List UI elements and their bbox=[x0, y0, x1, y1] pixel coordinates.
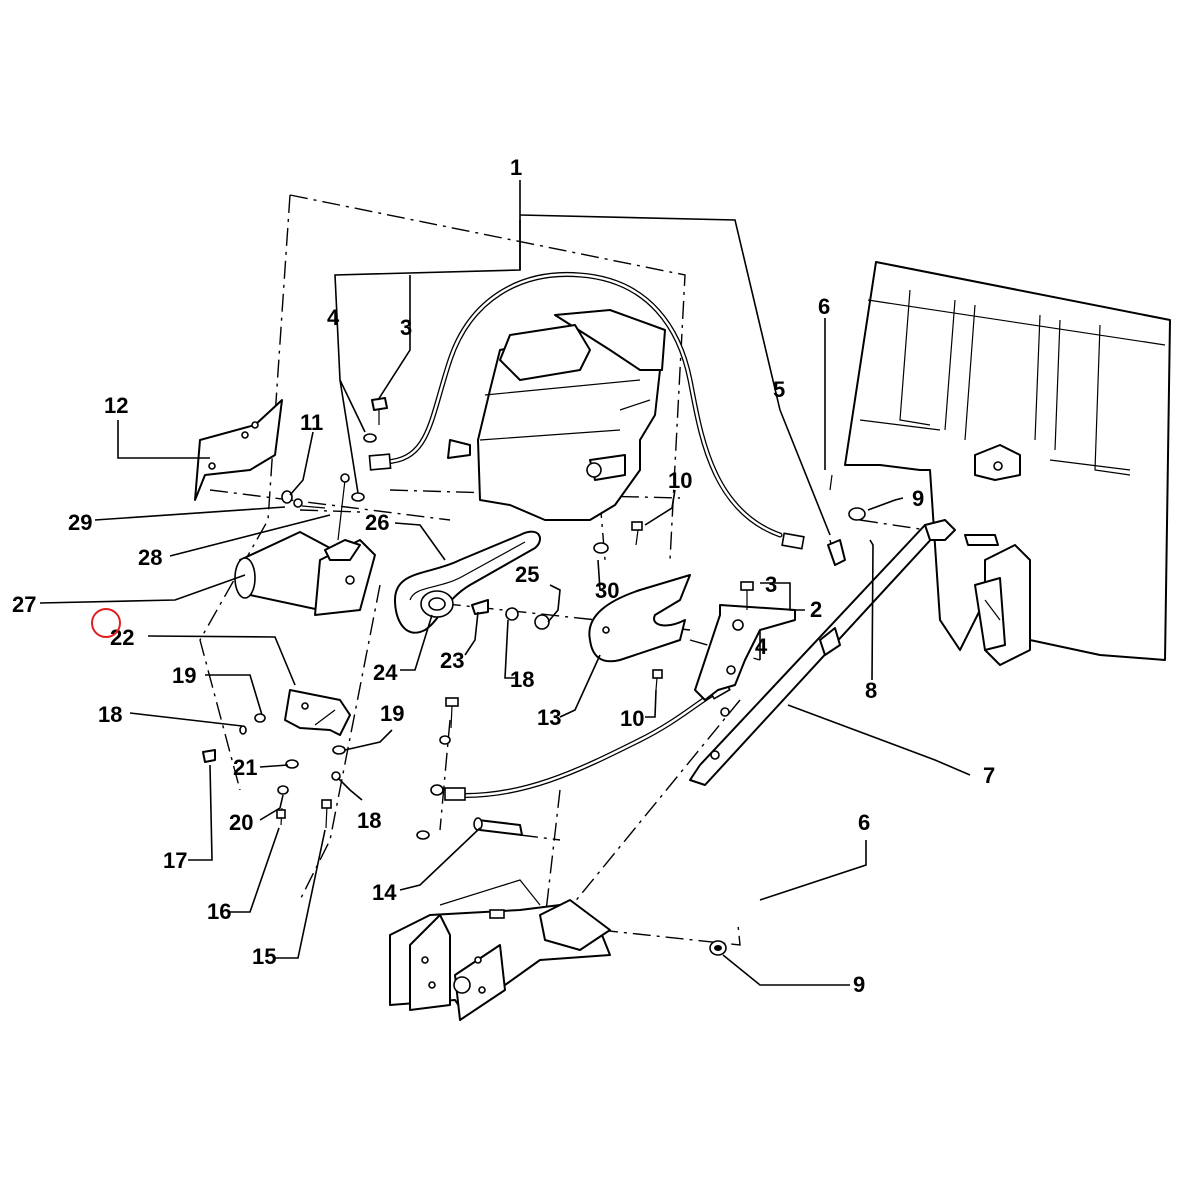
belt-drive bbox=[394, 530, 550, 634]
hardware bbox=[202, 397, 866, 956]
callout-25: 25 bbox=[515, 562, 539, 587]
callout-16: 16 bbox=[207, 899, 231, 924]
mounting-plate bbox=[284, 689, 351, 736]
callout-21: 21 bbox=[233, 755, 257, 780]
callout-12: 12 bbox=[104, 393, 128, 418]
control-valve bbox=[234, 473, 376, 616]
callout-8: 8 bbox=[865, 678, 877, 703]
pin bbox=[473, 817, 523, 836]
callout-4-lower: 4 bbox=[755, 634, 768, 659]
callout-18-lower: 18 bbox=[357, 808, 381, 833]
callout-26: 26 bbox=[365, 510, 389, 535]
cables bbox=[368, 271, 805, 801]
cover-plate bbox=[194, 399, 283, 501]
callout-13: 13 bbox=[537, 705, 561, 730]
callout-18-left: 18 bbox=[98, 702, 122, 727]
callout-23: 23 bbox=[440, 648, 464, 673]
callout-10-lower: 10 bbox=[620, 706, 644, 731]
callout-10-upper: 10 bbox=[668, 468, 692, 493]
callout-27: 27 bbox=[12, 592, 36, 617]
callout-3-lower: 3 bbox=[765, 572, 777, 597]
leader-lines bbox=[39, 180, 971, 986]
callout-11: 11 bbox=[300, 410, 323, 435]
callout-19-right: 19 bbox=[380, 701, 404, 726]
callout-3-upper: 3 bbox=[400, 315, 412, 340]
callout-24: 24 bbox=[373, 660, 398, 685]
callout-labels: 1 2 3 3 4 4 5 6 6 7 8 9 9 10 10 11 12 13… bbox=[12, 155, 995, 997]
callout-7: 7 bbox=[983, 763, 995, 788]
callout-19-left: 19 bbox=[172, 663, 196, 688]
callout-29: 29 bbox=[68, 510, 92, 535]
callout-6-lower: 6 bbox=[858, 810, 870, 835]
belt-guard bbox=[588, 574, 691, 663]
control-rod bbox=[689, 519, 999, 786]
callout-15: 15 bbox=[252, 944, 276, 969]
callout-30: 30 bbox=[595, 578, 619, 603]
callout-5: 5 bbox=[773, 377, 785, 402]
red-circle-marker bbox=[91, 608, 121, 638]
callout-28: 28 bbox=[138, 545, 162, 570]
callout-20: 20 bbox=[229, 810, 253, 835]
callout-4-upper: 4 bbox=[327, 305, 340, 330]
callout-14: 14 bbox=[372, 880, 397, 905]
callout-22: 22 bbox=[110, 625, 134, 650]
callout-9-lower: 9 bbox=[853, 972, 865, 997]
callout-9-upper: 9 bbox=[912, 486, 924, 511]
frame-assembly bbox=[844, 261, 1171, 666]
callout-1: 1 bbox=[510, 155, 522, 180]
callout-17: 17 bbox=[163, 848, 187, 873]
callout-18-center: 18 bbox=[510, 667, 534, 692]
engine bbox=[447, 309, 666, 521]
hitch-tongue bbox=[389, 879, 611, 1021]
callout-6-upper: 6 bbox=[818, 294, 830, 319]
callout-2: 2 bbox=[810, 597, 822, 622]
bracket bbox=[694, 604, 796, 701]
